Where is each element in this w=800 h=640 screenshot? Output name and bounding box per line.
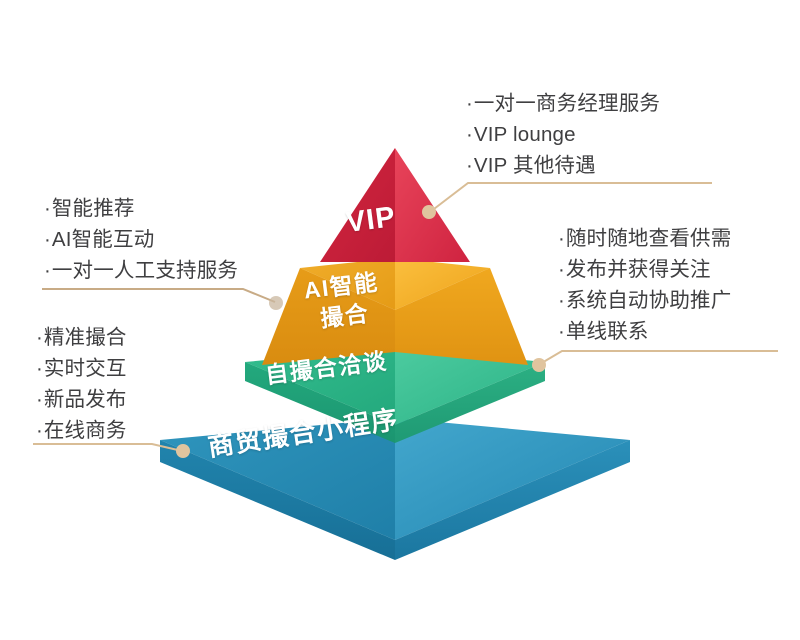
callout-item: ·新品发布	[36, 388, 127, 411]
connector-base-features	[33, 443, 190, 458]
tier-green-face-left	[245, 348, 395, 425]
connector-market-features	[532, 350, 778, 372]
callout-market-features: ·随时随地查看供需 ·发布并获得关注 ·系统自动协助推广 ·单线联系	[558, 223, 731, 347]
pyramid-tier-self-matching[interactable]	[245, 348, 545, 443]
tier-blue-face-right	[395, 418, 630, 540]
tier-blue-side-right	[395, 440, 630, 560]
connector-vip-benefits	[422, 182, 712, 219]
callout-ai-features: ·智能推荐 ·AI智能互动 ·一对一人工支持服务	[44, 193, 238, 286]
callout-base-features: ·精准撮合 ·实时交互 ·新品发布 ·在线商务	[36, 322, 127, 446]
bullet-glyph: ·	[36, 326, 44, 349]
pyramid-tier-mini-program[interactable]	[160, 418, 630, 560]
tier-orange-face-left	[300, 258, 395, 310]
callout-item: ·一对一人工支持服务	[44, 259, 239, 282]
callout-item: ·在线商务	[36, 419, 127, 442]
tier-orange-side-left	[262, 268, 395, 365]
bullet-glyph: ·	[36, 388, 44, 411]
pyramid-tier-vip[interactable]	[320, 148, 470, 262]
tier-green-side-right	[395, 362, 545, 443]
connector-line-ai	[42, 288, 276, 303]
tier-blue-face-left	[160, 418, 395, 540]
connector-line-base	[33, 443, 183, 452]
bullet-glyph: ·	[44, 228, 52, 251]
tier-red-face-left	[320, 148, 395, 262]
bullet-glyph: ·	[44, 197, 52, 220]
callout-item: ·智能推荐	[44, 197, 135, 220]
bullet-glyph: ·	[558, 258, 566, 281]
connector-dot-ai	[269, 296, 283, 310]
callout-item: ·实时交互	[36, 357, 127, 380]
bullet-glyph: ·	[36, 357, 44, 380]
tier-orange-face-right	[395, 258, 490, 310]
callout-item: ·一对一商务经理服务	[466, 92, 661, 115]
callout-item: ·系统自动协助推广	[558, 289, 732, 312]
bullet-glyph: ·	[36, 419, 44, 442]
connector-ai-features	[42, 288, 283, 310]
bullet-glyph: ·	[558, 320, 566, 343]
connector-dot-base	[176, 444, 190, 458]
callout-item: ·随时随地查看供需	[558, 227, 732, 250]
tier-blue-side-left	[160, 440, 395, 560]
callout-vip-benefits: ·一对一商务经理服务 ·VIP lounge ·VIP 其他待遇	[466, 88, 660, 181]
connector-line-vip	[429, 182, 712, 213]
callout-item: ·VIP lounge	[466, 123, 576, 146]
tier-green-side-left	[245, 362, 395, 443]
bullet-glyph: ·	[466, 92, 474, 115]
bullet-glyph: ·	[558, 227, 566, 250]
connector-dot-vip	[422, 205, 436, 219]
bullet-glyph: ·	[466, 154, 474, 177]
callout-item: ·AI智能互动	[44, 228, 155, 251]
tier-orange-side-right	[395, 268, 528, 365]
callout-item: ·发布并获得关注	[558, 258, 711, 281]
connector-line-market	[539, 350, 778, 365]
bullet-glyph: ·	[466, 123, 474, 146]
connector-dot-market	[532, 358, 546, 372]
tier-green-face-right	[395, 348, 545, 425]
bullet-glyph: ·	[558, 289, 566, 312]
tier-red-face-right	[395, 148, 470, 262]
pyramid-tier-ai-matching[interactable]	[262, 258, 528, 365]
callout-item: ·VIP 其他待遇	[466, 154, 596, 177]
bullet-glyph: ·	[44, 259, 52, 282]
callout-item: ·精准撮合	[36, 326, 127, 349]
callout-item: ·单线联系	[558, 320, 649, 343]
